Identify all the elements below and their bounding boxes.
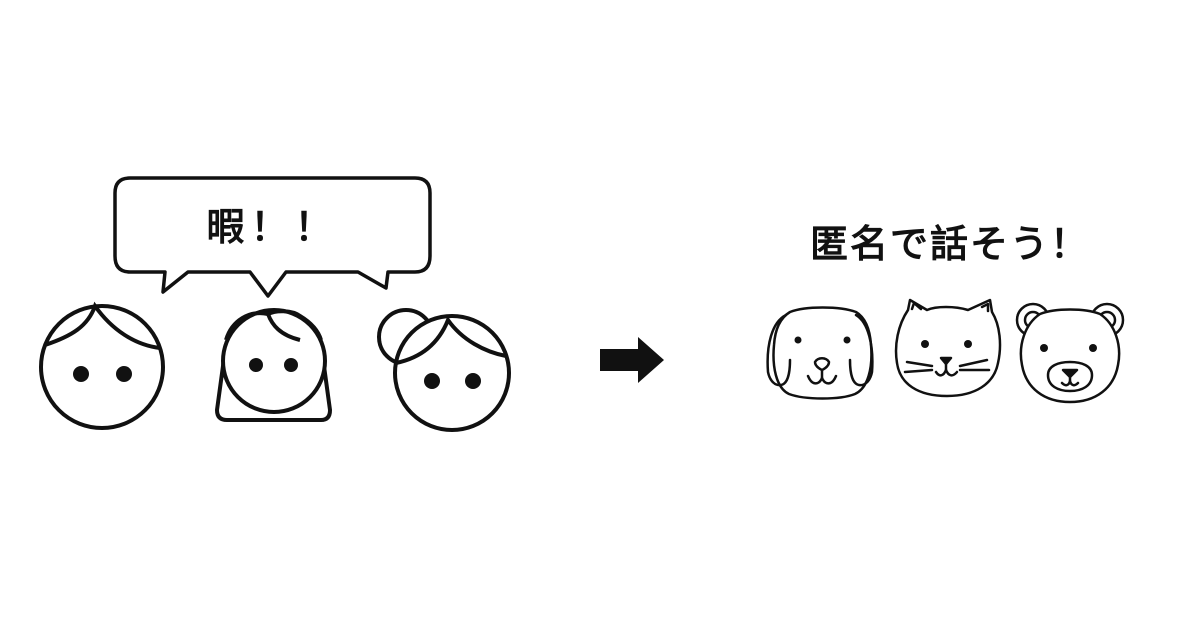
boy-face-icon (39, 301, 165, 430)
cat-face-icon (894, 298, 1002, 398)
bear-face-icon (1015, 302, 1125, 404)
speech-bubble (113, 176, 432, 298)
dog-face-icon (766, 306, 874, 400)
bun-hair-woman-face-icon (377, 308, 511, 432)
right-arrow-icon (600, 337, 664, 383)
girl-face-icon (215, 308, 332, 422)
speech-bubble-text: 暇！！ (206, 204, 339, 249)
headline: 匿名で話そう！ (809, 221, 1090, 266)
